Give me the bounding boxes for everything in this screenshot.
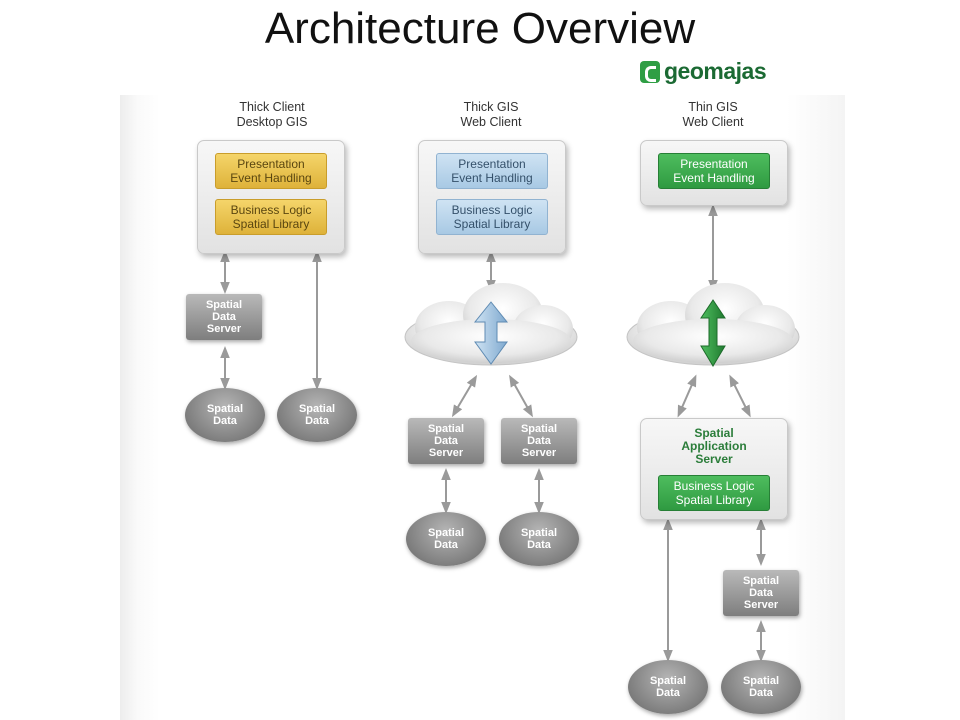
geomajas-logo: geomajas (640, 58, 767, 85)
client-panel: Presentation Event Handling Business Log… (418, 140, 566, 254)
column-title: Thin GIS Web Client (623, 100, 803, 130)
pill-line: Business Logic (230, 203, 312, 217)
pill-line: Presentation (458, 157, 526, 171)
pill-line: Event Handling (451, 171, 533, 185)
app-server-title-line: Server (695, 452, 733, 466)
label-line: Data (434, 539, 458, 551)
pill-line: Event Handling (230, 171, 312, 185)
spatial-data-disk: Spatial Data (628, 660, 708, 714)
label-line: Data (749, 587, 773, 599)
label-line: Data (656, 687, 680, 699)
label-line: Spatial (742, 675, 780, 687)
spatial-data-disk: Spatial Data (277, 388, 357, 442)
app-server-title-line: Application (681, 439, 747, 453)
connector-cloud-server-left (451, 374, 478, 418)
spatial-data-disk: Spatial Data (499, 512, 579, 566)
presentation-pill: Presentation Event Handling (658, 153, 770, 189)
label-line: Data (212, 311, 236, 323)
label-line: Data (749, 687, 773, 699)
label-line: Data (527, 539, 551, 551)
spatial-data-disk: Spatial Data (721, 660, 801, 714)
column-title-line: Desktop GIS (236, 115, 308, 129)
label-line: Server (521, 447, 557, 459)
presentation-pill: Presentation Event Handling (215, 153, 327, 189)
pill-line: Presentation (680, 157, 748, 171)
label-line: Spatial (205, 299, 243, 311)
business-logic-pill: Business Logic Spatial Library (436, 199, 548, 235)
column-title: Thick Client Desktop GIS (182, 100, 362, 130)
client-panel: Presentation Event Handling (640, 140, 788, 206)
spatial-data-server: Spatial Data Server (501, 418, 577, 464)
label-line: Spatial (742, 575, 780, 587)
label-line: Data (434, 435, 458, 447)
column-title-line: Web Client (682, 115, 744, 129)
business-logic-pill: Business Logic Spatial Library (658, 475, 770, 511)
spatial-data-disk: Spatial Data (406, 512, 486, 566)
label-line: Spatial (520, 423, 558, 435)
column-title-line: Web Client (460, 115, 522, 129)
label-line: Data (213, 415, 237, 427)
blue-double-arrow (473, 301, 509, 365)
label-line: Spatial (206, 403, 244, 415)
label-line: Server (743, 599, 779, 611)
connector-cloud-app-left (677, 374, 697, 418)
label-line: Server (428, 447, 464, 459)
app-server-title: Spatial Application Server (641, 427, 787, 466)
client-panel: Presentation Event Handling Business Log… (197, 140, 345, 254)
geomajas-logo-icon (640, 60, 660, 83)
label-line: Spatial (649, 675, 687, 687)
pill-line: Spatial Library (675, 493, 753, 507)
pill-line: Business Logic (451, 203, 533, 217)
column-title: Thick GIS Web Client (401, 100, 581, 130)
green-double-arrow (700, 299, 726, 367)
connector-cloud-app-right (729, 374, 751, 418)
pill-line: Event Handling (673, 171, 755, 185)
app-server-title-line: Spatial (694, 426, 734, 440)
label-line: Spatial (427, 527, 465, 539)
pill-line: Business Logic (673, 479, 755, 493)
label-line: Server (206, 323, 242, 335)
column-title-line: Thin GIS (688, 100, 738, 114)
spatial-application-server-panel: Spatial Application Server Business Logi… (640, 418, 788, 520)
pill-line: Spatial Library (453, 217, 531, 231)
logo-text: geomajas (664, 58, 767, 84)
column-title-line: Thick GIS (463, 100, 519, 114)
label-line: Spatial (520, 527, 558, 539)
slide-title: Architecture Overview (264, 4, 696, 53)
cloud-shape (404, 283, 578, 366)
spatial-data-disk: Spatial Data (185, 388, 265, 442)
spatial-data-server: Spatial Data Server (408, 418, 484, 464)
connector-cloud-server-right (509, 374, 533, 418)
label-line: Spatial (427, 423, 465, 435)
column-title-line: Thick Client (239, 100, 305, 114)
label-line: Data (305, 415, 329, 427)
pill-line: Presentation (237, 157, 305, 171)
label-line: Spatial (298, 403, 336, 415)
business-logic-pill: Business Logic Spatial Library (215, 199, 327, 235)
label-line: Data (527, 435, 551, 447)
spatial-data-server: Spatial Data Server (186, 294, 262, 340)
pill-line: Spatial Library (232, 217, 310, 231)
spatial-data-server: Spatial Data Server (723, 570, 799, 616)
presentation-pill: Presentation Event Handling (436, 153, 548, 189)
